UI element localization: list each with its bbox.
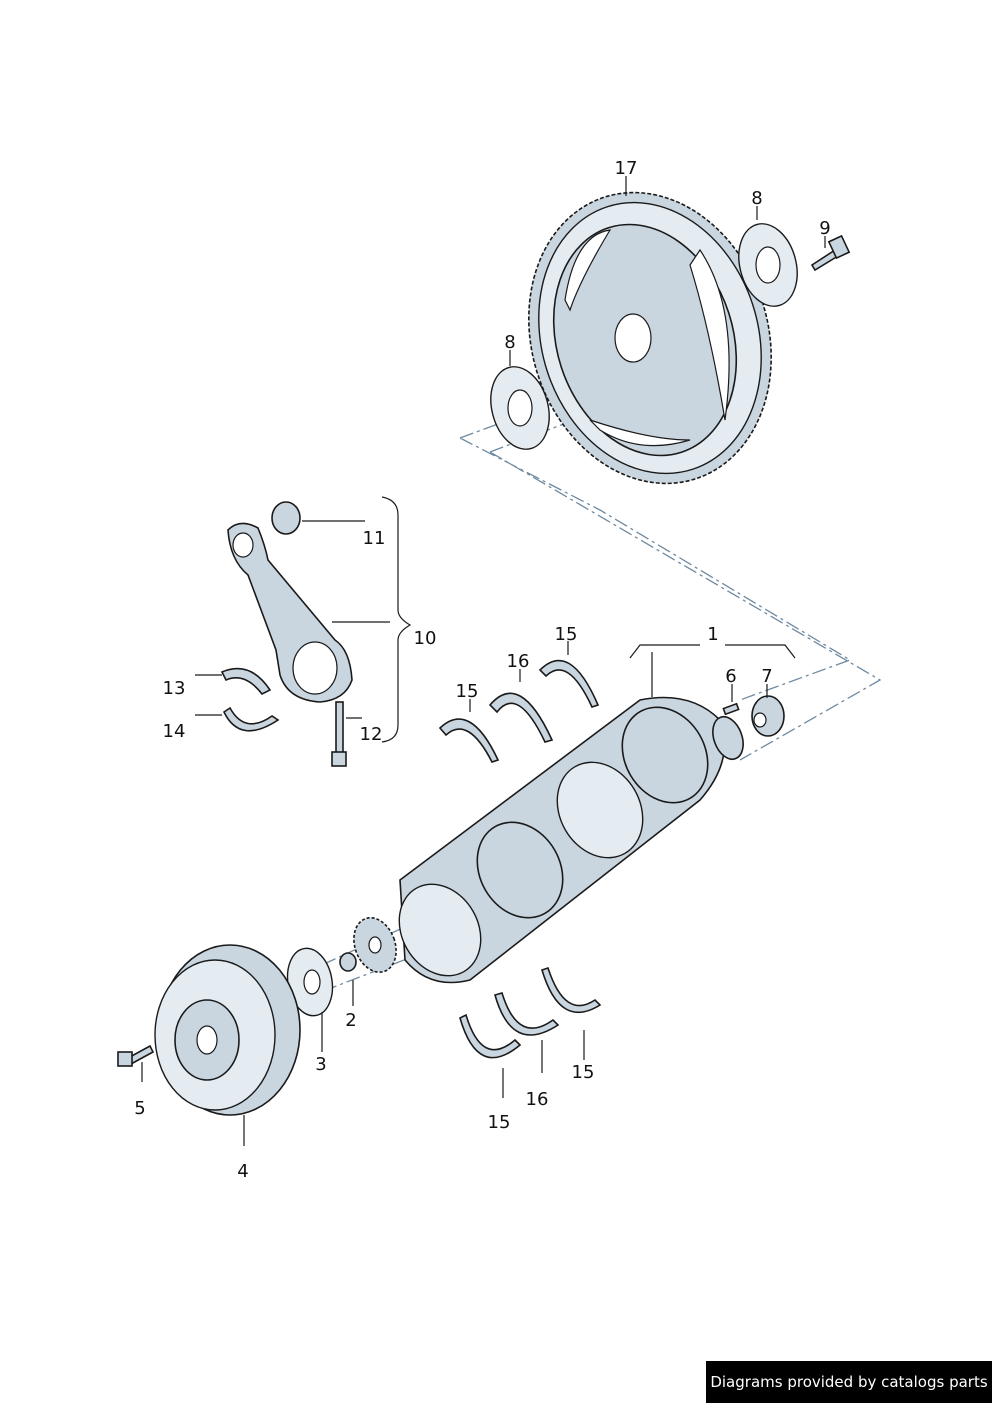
callout-12: 12: [360, 724, 383, 745]
pulley-bolt[interactable]: [117, 1044, 155, 1067]
callout-2: 2: [345, 1010, 356, 1031]
callout-labels: 17 8 9 8 11 10 13 14 12 15 16 15 1 6 7 2…: [134, 158, 830, 1182]
callout-3: 3: [315, 1054, 326, 1075]
callout-9: 9: [819, 218, 830, 239]
callout-6: 6: [725, 666, 736, 687]
shim-washer-lower[interactable]: [482, 360, 558, 456]
credit-banner: Diagrams provided by catalogs parts: [706, 1361, 992, 1403]
shim-washer-upper[interactable]: [730, 217, 806, 313]
callout-16: 16: [507, 651, 530, 672]
callout-1: 1: [707, 624, 718, 645]
sleeve[interactable]: [339, 952, 357, 972]
callout-15: 15: [572, 1062, 595, 1083]
callout-4: 4: [237, 1161, 248, 1182]
callout-15: 15: [555, 624, 578, 645]
callout-16: 16: [526, 1089, 549, 1110]
bush[interactable]: [751, 695, 785, 737]
leader-lines: [141, 176, 826, 1146]
vibration-damper-pulley[interactable]: [154, 944, 301, 1116]
flywheel[interactable]: [492, 161, 808, 515]
bearing-shells-lower[interactable]: [459, 966, 602, 1059]
callout-11: 11: [363, 528, 386, 549]
dowel-pin[interactable]: [722, 702, 740, 716]
bearing-shells-upper[interactable]: [438, 659, 600, 763]
callout-5: 5: [134, 1098, 145, 1119]
crankshaft[interactable]: [347, 692, 749, 991]
callout-8: 8: [504, 332, 515, 353]
callout-7: 7: [761, 666, 772, 687]
bolt-upper[interactable]: [810, 234, 851, 272]
callout-17: 17: [615, 158, 638, 179]
washer-front[interactable]: [282, 945, 337, 1020]
callout-8: 8: [751, 188, 762, 209]
callout-10: 10: [414, 628, 437, 649]
connecting-rod[interactable]: [220, 501, 353, 767]
callout-13: 13: [163, 678, 186, 699]
callout-15: 15: [488, 1112, 511, 1133]
callout-15: 15: [456, 681, 479, 702]
callout-14: 14: [163, 721, 186, 742]
